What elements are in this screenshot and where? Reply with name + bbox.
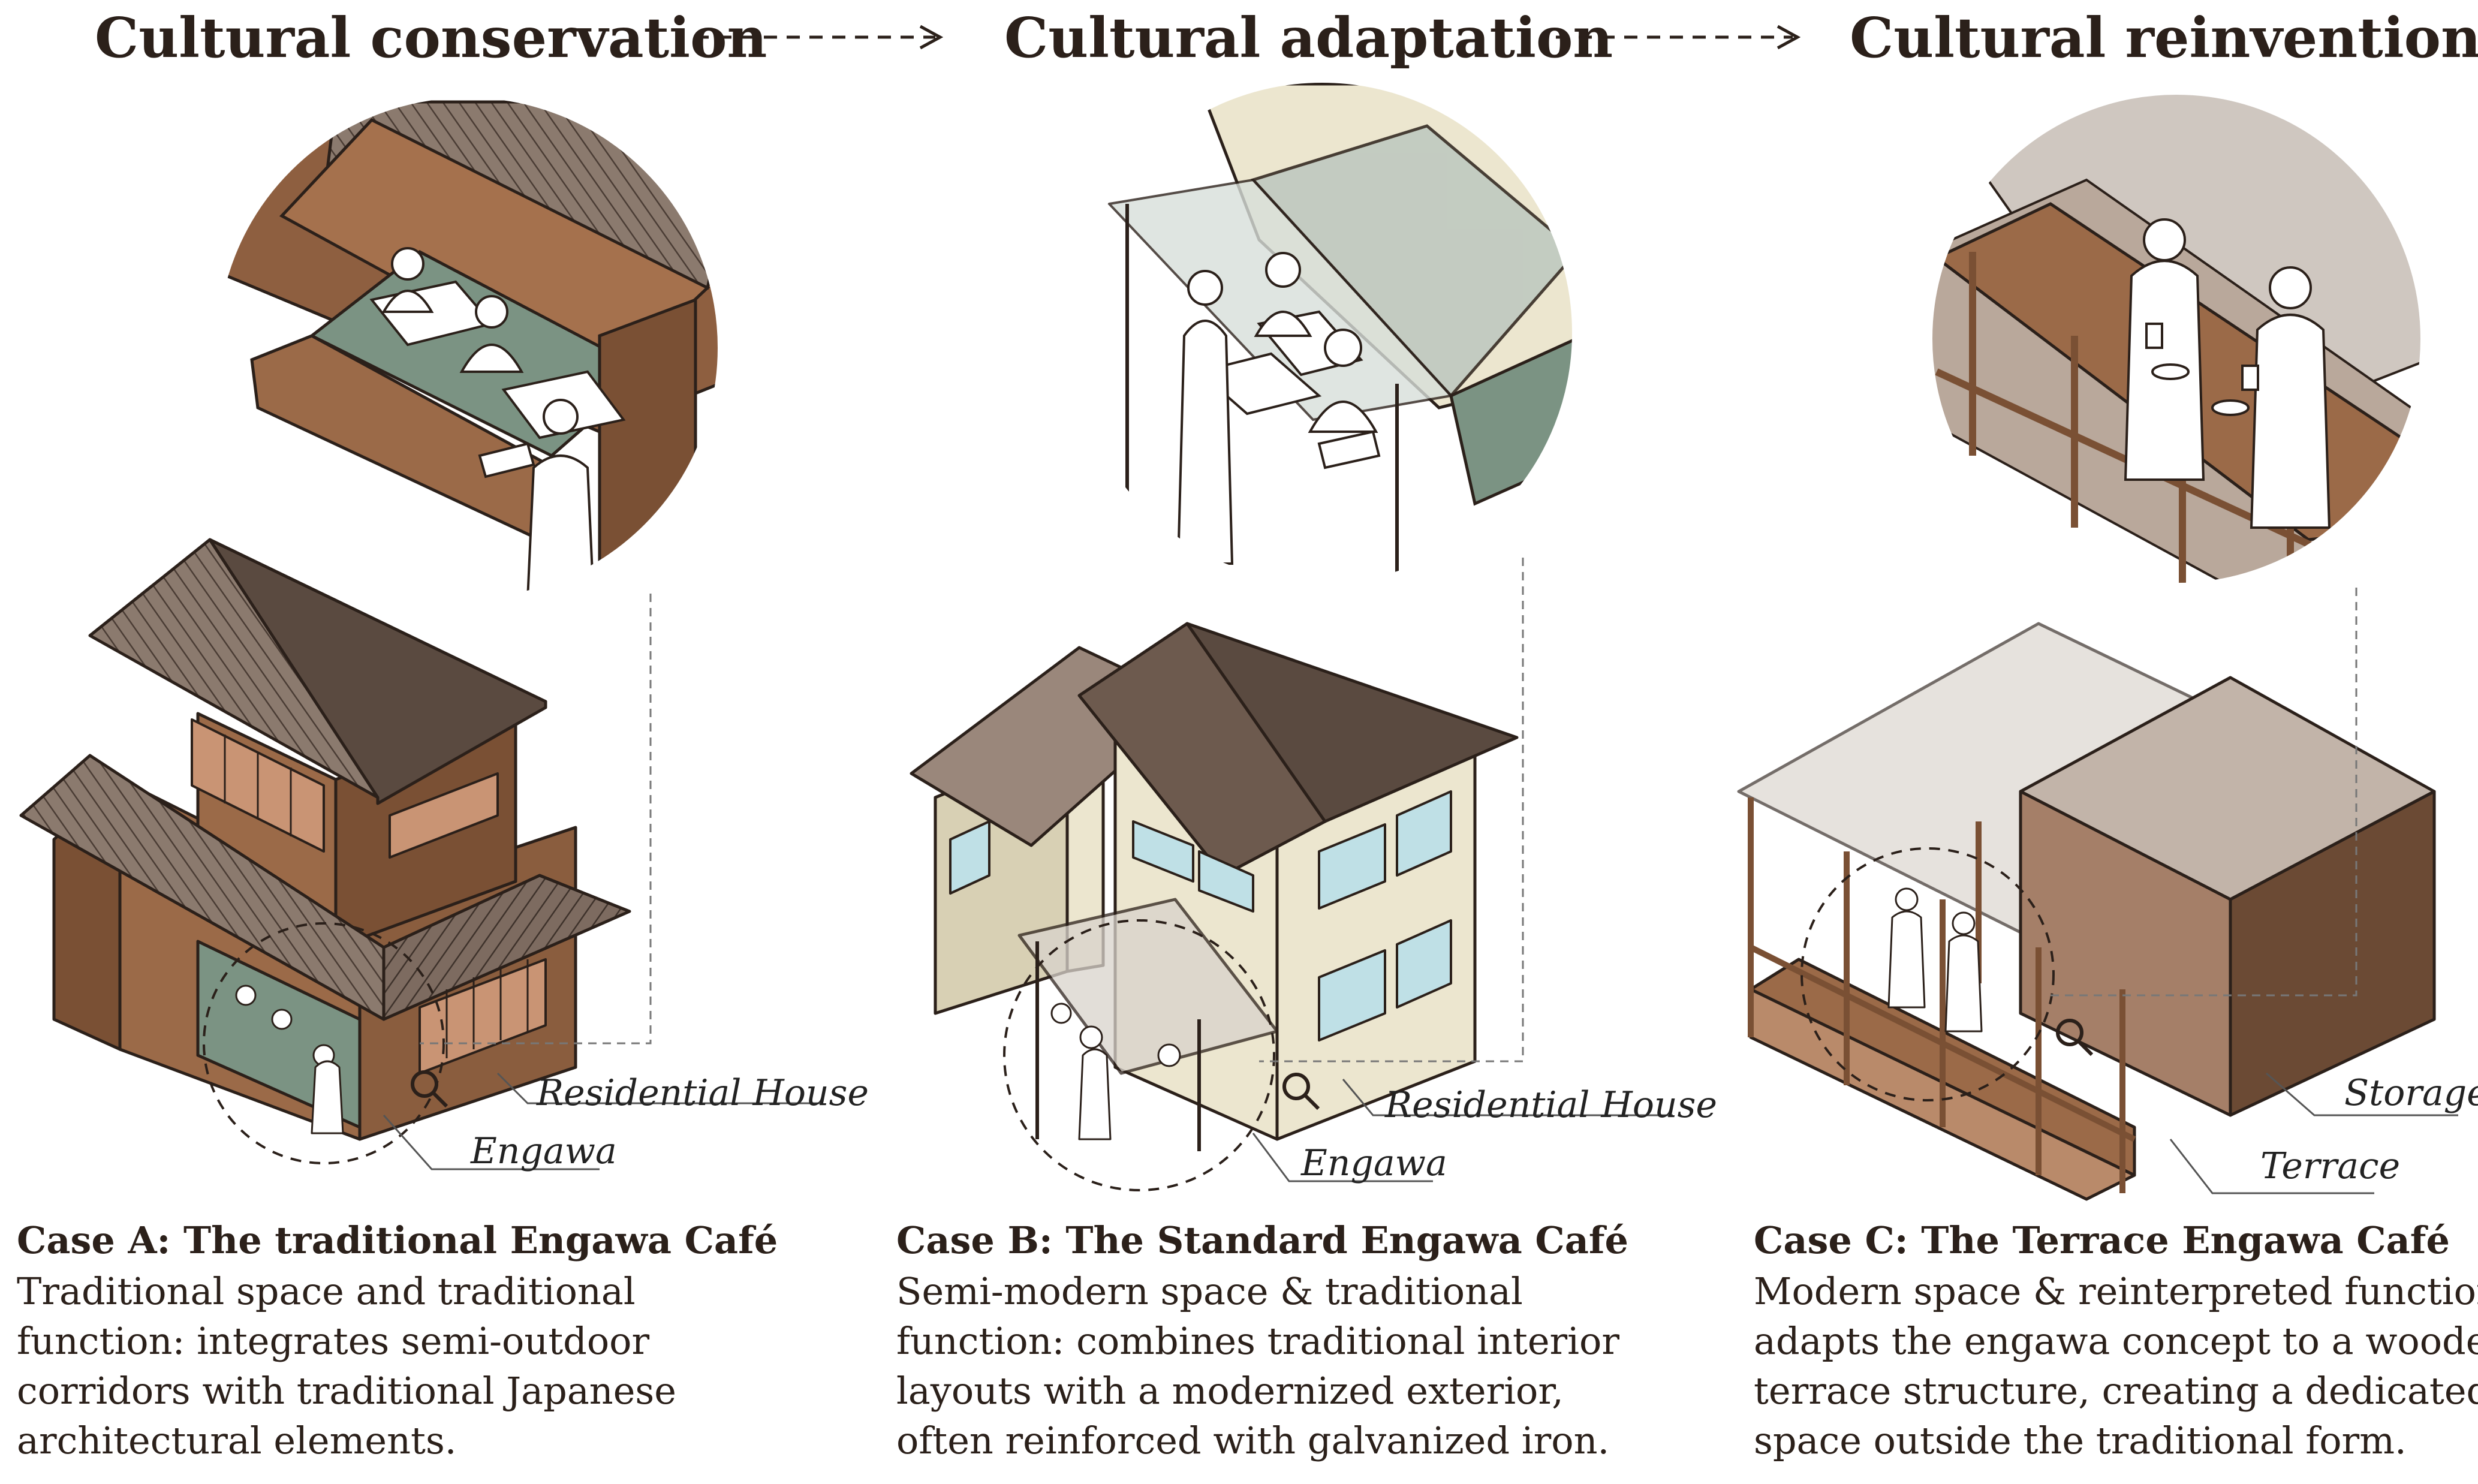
- case-b-body-line: often reinforced with galvanized iron.: [896, 1419, 1609, 1462]
- case-c-detail-label: Terrace: [2260, 1145, 2400, 1187]
- case-a-engawa-highlight: [203, 922, 445, 1164]
- case-c-building: [1737, 622, 2436, 1201]
- case-b-body-line: layouts with a modernized exterior,: [896, 1369, 1564, 1413]
- case-b-illustration: Residential House Engawa: [910, 79, 1717, 1191]
- case-c-body-line: Modern space & reinterpreted function:: [1754, 1269, 2478, 1313]
- stage-title-adaptation: Cultural adaptation: [1004, 5, 1613, 70]
- case-c-body-line: adapts the engawa concept to a wooden: [1754, 1319, 2478, 1363]
- case-a-body-line: Traditional space and traditional: [17, 1269, 636, 1313]
- case-c-zoom-detail: [1931, 93, 2422, 585]
- stage-title-reinvention: Cultural reinvention: [1850, 5, 2478, 70]
- case-a-body-line: architectural elements.: [17, 1419, 456, 1462]
- progression-arrow-1: [695, 25, 944, 50]
- case-b-zoom-detail: [1070, 81, 1574, 585]
- case-c-building-label: Storage: [2344, 1072, 2478, 1114]
- case-c-building-leader: [2266, 1072, 2458, 1116]
- case-b-building-label: Residential House: [1384, 1084, 1717, 1126]
- case-c-title: Case C: The Terrace Engawa Café: [1754, 1218, 2450, 1262]
- case-a-illustration: Residential House Engawa: [19, 94, 869, 1172]
- case-b-body-line: Semi-modern space & traditional: [896, 1269, 1523, 1313]
- case-a-magnifier-icon: [411, 1070, 448, 1108]
- case-c-zoom-leader: [2051, 588, 2357, 997]
- case-a-building-label: Residential House: [536, 1072, 869, 1114]
- case-c-body-line: terrace structure, creating a dedicated: [1754, 1369, 2478, 1413]
- case-b-body-line: function: combines traditional interior: [896, 1319, 1619, 1363]
- case-b-magnifier-icon: [1282, 1073, 1320, 1110]
- case-a-zoom-leader: [420, 594, 652, 1044]
- case-a-building-leader: [496, 1072, 821, 1104]
- case-a-detail-leader: [383, 1115, 600, 1170]
- case-b-caption: Case B: The Standard Engawa Café Semi-mo…: [896, 1218, 1628, 1462]
- case-b-detail-label: Engawa: [1300, 1142, 1447, 1184]
- case-c-body-line: space outside the traditional form.: [1754, 1419, 2407, 1462]
- case-b-building: [910, 622, 1519, 1151]
- case-c-detail-leader: [2169, 1139, 2374, 1194]
- case-c-illustration: Storage Terrace: [1737, 91, 2478, 1201]
- case-a-body-line: corridors with traditional Japanese: [17, 1369, 676, 1413]
- progression-arrow-2: [1556, 25, 1801, 50]
- stage-title-conservation: Cultural conservation: [95, 5, 767, 70]
- stage-header: Cultural conservation Cultural adaptatio…: [95, 5, 2478, 70]
- case-a-building: [19, 538, 631, 1141]
- case-b-detail-leader: [1252, 1133, 1433, 1182]
- case-c-terrace-highlight: [1800, 847, 2055, 1101]
- case-a-body-line: function: integrates semi-outdoor: [17, 1319, 650, 1363]
- case-b-zoom-leader: [1259, 558, 1524, 1062]
- case-a-title: Case A: The traditional Engawa Café: [17, 1218, 778, 1262]
- case-a-zoom-detail: [216, 96, 719, 600]
- case-b-building-leader: [1342, 1079, 1673, 1116]
- case-c-magnifier-icon: [2056, 1019, 2094, 1056]
- case-b-title: Case B: The Standard Engawa Café: [896, 1218, 1628, 1262]
- case-c-caption: Case C: The Terrace Engawa Café Modern s…: [1754, 1218, 2478, 1462]
- case-a-caption: Case A: The traditional Engawa Café Trad…: [17, 1218, 778, 1462]
- case-b-engawa-highlight: [1003, 919, 1275, 1191]
- case-a-detail-label: Engawa: [470, 1130, 617, 1172]
